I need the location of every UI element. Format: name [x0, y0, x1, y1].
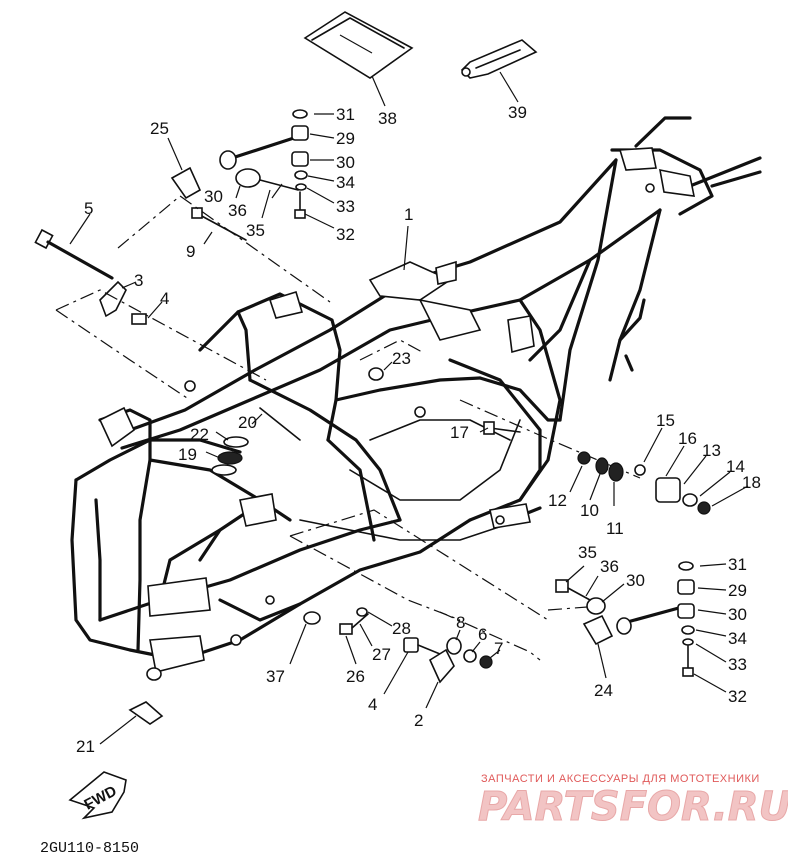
callout-33: 33 — [728, 655, 747, 674]
callout-32: 32 — [728, 687, 747, 706]
callout-27: 27 — [372, 645, 391, 664]
callout-10: 10 — [580, 501, 599, 520]
callout-25: 25 — [150, 119, 169, 138]
callout-29: 29 — [336, 129, 355, 148]
callout-16: 16 — [678, 429, 697, 448]
callout-13: 13 — [702, 441, 721, 460]
callout-20: 20 — [238, 413, 257, 432]
callout-34: 34 — [728, 629, 747, 648]
callout-39: 39 — [508, 103, 527, 122]
callout-14: 14 — [726, 457, 745, 476]
callout-11: 11 — [606, 519, 624, 538]
rear-mount-parts — [569, 427, 749, 515]
callout-26: 26 — [346, 667, 365, 686]
callout-1: 1 — [404, 205, 413, 224]
part-38-cover-plate — [303, 11, 414, 107]
part-5-long-bolt — [34, 213, 114, 280]
callout-32: 32 — [336, 225, 355, 244]
callout-labels: 1 2 3 4 4 5 6 7 8 9 10 11 12 13 14 15 16… — [76, 103, 761, 756]
callout-2: 2 — [414, 711, 423, 730]
lower-bracket-group — [383, 629, 501, 709]
callout-5: 5 — [84, 199, 93, 218]
callout-30: 30 — [336, 153, 355, 172]
callout-18: 18 — [742, 473, 761, 492]
part-23-nut — [368, 361, 393, 381]
callout-8: 8 — [456, 613, 465, 632]
watermark-caption: ЗАПЧАСТИ И АКСЕССУАРЫ ДЛЯ МОТОТЕХНИКИ — [481, 773, 760, 785]
fwd-arrow: FWD — [68, 771, 127, 820]
callout-19: 19 — [178, 445, 197, 464]
callout-30: 30 — [626, 571, 645, 590]
callout-36: 36 — [228, 201, 247, 220]
bolts-26-27-28 — [339, 607, 393, 665]
callout-12: 12 — [548, 491, 567, 510]
callout-3: 3 — [134, 271, 143, 290]
callout-4: 4 — [160, 289, 169, 308]
callout-4: 4 — [368, 695, 377, 714]
callout-37: 37 — [266, 667, 285, 686]
callout-24: 24 — [594, 681, 613, 700]
main-frame — [70, 116, 762, 673]
part-21-rubber — [99, 667, 164, 745]
lower-right-mount — [555, 561, 727, 693]
callout-31: 31 — [728, 555, 747, 574]
callout-6: 6 — [478, 625, 487, 644]
callout-31: 31 — [336, 105, 355, 124]
part-39-bracket — [460, 39, 538, 103]
callout-36: 36 — [600, 557, 619, 576]
upper-mount-assembly — [167, 109, 335, 245]
callout-9: 9 — [186, 242, 195, 261]
callout-34: 34 — [336, 173, 355, 192]
callout-23: 23 — [392, 349, 411, 368]
callout-38: 38 — [378, 109, 397, 128]
part-37-collar — [289, 611, 321, 665]
callout-28: 28 — [392, 619, 411, 638]
callout-35: 35 — [578, 543, 597, 562]
callout-22: 22 — [190, 425, 209, 444]
watermark: ЗАПЧАСТИ И АКСЕССУАРЫ ДЛЯ МОТОТЕХНИКИ PA… — [478, 773, 788, 831]
part-code: 2GU110-8150 — [40, 840, 139, 857]
callout-21: 21 — [76, 737, 95, 756]
assembly-lines — [55, 195, 641, 661]
parts-19-20-22 — [205, 407, 301, 476]
callout-17: 17 — [450, 423, 469, 442]
callout-15: 15 — [656, 411, 675, 430]
callout-29: 29 — [728, 581, 747, 600]
watermark-logo: PARTSFOR.RU — [478, 784, 788, 830]
callout-35: 35 — [246, 221, 265, 240]
callout-33: 33 — [336, 197, 355, 216]
callout-7: 7 — [494, 639, 503, 658]
callout-30: 30 — [204, 187, 223, 206]
callout-30: 30 — [728, 605, 747, 624]
part-17-bolt — [479, 421, 521, 435]
part-3-bracket — [99, 280, 163, 325]
